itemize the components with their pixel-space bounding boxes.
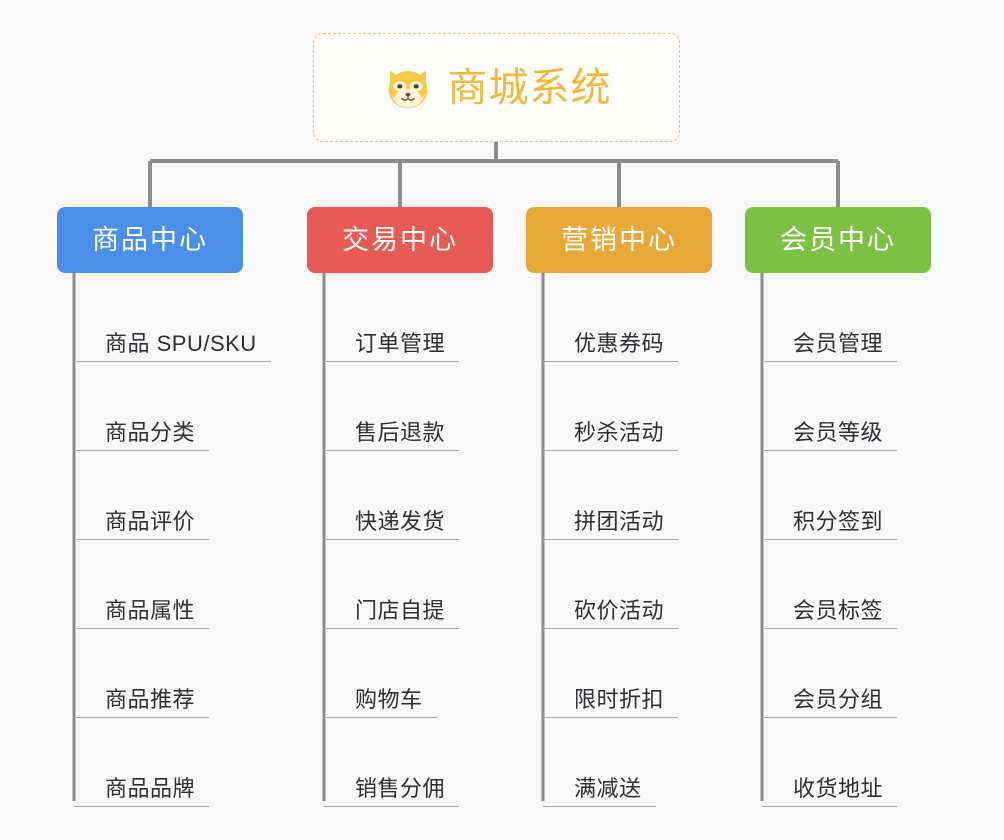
leaf-label: 会员分组 <box>793 686 884 712</box>
category-label: 交易中心 <box>342 224 458 255</box>
leaf-underline <box>324 450 459 451</box>
leaf-underline <box>762 628 897 629</box>
shiba-dog-icon <box>388 69 427 112</box>
leaf-underline <box>543 628 678 629</box>
leaf-label: 商品 SPU/SKU <box>105 330 257 356</box>
leaf-label: 收货地址 <box>793 775 884 801</box>
leaf-item[interactable]: 优惠券码 <box>543 273 678 362</box>
leaf-underline <box>324 628 459 629</box>
leaf-label: 砍价活动 <box>574 597 665 623</box>
leaf-item[interactable]: 砍价活动 <box>543 540 678 629</box>
leaf-item[interactable]: 会员分组 <box>762 629 897 718</box>
leaf-item[interactable]: 商品评价 <box>74 451 257 540</box>
leaf-item[interactable]: 商品 SPU/SKU <box>74 273 271 362</box>
leaf-item[interactable]: 拼团活动 <box>543 451 678 540</box>
leaf-underline <box>543 539 678 540</box>
leaf-label: 订单管理 <box>355 330 446 356</box>
leaf-underline <box>762 361 897 362</box>
leaf-label: 会员标签 <box>793 597 884 623</box>
leaf-underline <box>324 539 459 540</box>
leaf-list-marketing-center: 优惠券码秒杀活动拼团活动砍价活动限时折扣满减送 <box>543 273 678 807</box>
leaf-underline <box>762 539 897 540</box>
leaf-item[interactable]: 销售分佣 <box>324 718 459 807</box>
leaf-underline <box>543 717 678 718</box>
category-box-member-center[interactable]: 会员中心 <box>745 207 931 273</box>
leaf-underline <box>543 806 656 807</box>
leaf-label: 快递发货 <box>355 508 446 534</box>
leaf-underline <box>762 717 897 718</box>
leaf-item[interactable]: 订单管理 <box>324 273 459 362</box>
category-label: 会员中心 <box>780 224 896 255</box>
leaf-underline <box>762 806 897 807</box>
category-label: 商品中心 <box>92 224 208 255</box>
leaf-underline <box>324 361 459 362</box>
leaf-label: 商品属性 <box>105 597 196 623</box>
leaf-label: 商品分类 <box>105 419 196 445</box>
leaf-item[interactable]: 购物车 <box>324 629 445 718</box>
leaf-underline <box>74 361 271 362</box>
root-node[interactable]: 商城系统 <box>313 33 680 142</box>
leaf-underline <box>324 717 437 718</box>
leaf-label: 积分签到 <box>793 508 884 534</box>
leaf-item[interactable]: 会员等级 <box>762 362 897 451</box>
leaf-item[interactable]: 限时折扣 <box>543 629 678 718</box>
leaf-label: 满减送 <box>574 775 642 801</box>
leaf-item[interactable]: 商品品牌 <box>74 718 257 807</box>
leaf-label: 购物车 <box>355 686 423 712</box>
leaf-item[interactable]: 商品属性 <box>74 540 257 629</box>
root-title: 商城系统 <box>447 65 612 110</box>
leaf-item[interactable]: 门店自提 <box>324 540 459 629</box>
leaf-underline <box>74 628 209 629</box>
leaf-underline <box>74 806 209 807</box>
leaf-underline <box>74 450 209 451</box>
leaf-underline <box>762 450 897 451</box>
leaf-underline <box>543 450 678 451</box>
category-box-product-center[interactable]: 商品中心 <box>57 207 243 273</box>
leaf-item[interactable]: 秒杀活动 <box>543 362 678 451</box>
leaf-item[interactable]: 会员管理 <box>762 273 897 362</box>
category-box-marketing-center[interactable]: 营销中心 <box>526 207 712 273</box>
leaf-label: 门店自提 <box>355 597 446 623</box>
leaf-label: 售后退款 <box>355 419 446 445</box>
leaf-label: 会员等级 <box>793 419 884 445</box>
leaf-item[interactable]: 满减送 <box>543 718 664 807</box>
leaf-underline <box>543 361 678 362</box>
leaf-list-member-center: 会员管理会员等级积分签到会员标签会员分组收货地址 <box>762 273 897 807</box>
leaf-list-product-center: 商品 SPU/SKU 商品分类商品评价商品属性商品推荐商品品牌 <box>74 273 271 807</box>
leaf-list-trade-center: 订单管理售后退款快递发货门店自提购物车销售分佣 <box>324 273 459 807</box>
leaf-label: 销售分佣 <box>355 775 446 801</box>
leaf-label: 优惠券码 <box>574 330 665 356</box>
leaf-label: 拼团活动 <box>574 508 665 534</box>
leaf-item[interactable]: 商品分类 <box>74 362 257 451</box>
leaf-underline <box>74 539 209 540</box>
leaf-item[interactable]: 会员标签 <box>762 540 897 629</box>
leaf-label: 商品推荐 <box>105 686 196 712</box>
leaf-label: 会员管理 <box>793 330 884 356</box>
leaf-item[interactable]: 收货地址 <box>762 718 897 807</box>
category-box-trade-center[interactable]: 交易中心 <box>307 207 493 273</box>
leaf-item[interactable]: 快递发货 <box>324 451 459 540</box>
leaf-item[interactable]: 商品推荐 <box>74 629 257 718</box>
leaf-underline <box>324 806 459 807</box>
leaf-label: 限时折扣 <box>574 686 665 712</box>
leaf-label: 秒杀活动 <box>574 419 665 445</box>
leaf-underline <box>74 717 209 718</box>
leaf-item[interactable]: 售后退款 <box>324 362 459 451</box>
leaf-label: 商品评价 <box>105 508 196 534</box>
leaf-item[interactable]: 积分签到 <box>762 451 897 540</box>
leaf-label: 商品品牌 <box>105 775 196 801</box>
category-label: 营销中心 <box>561 224 677 255</box>
